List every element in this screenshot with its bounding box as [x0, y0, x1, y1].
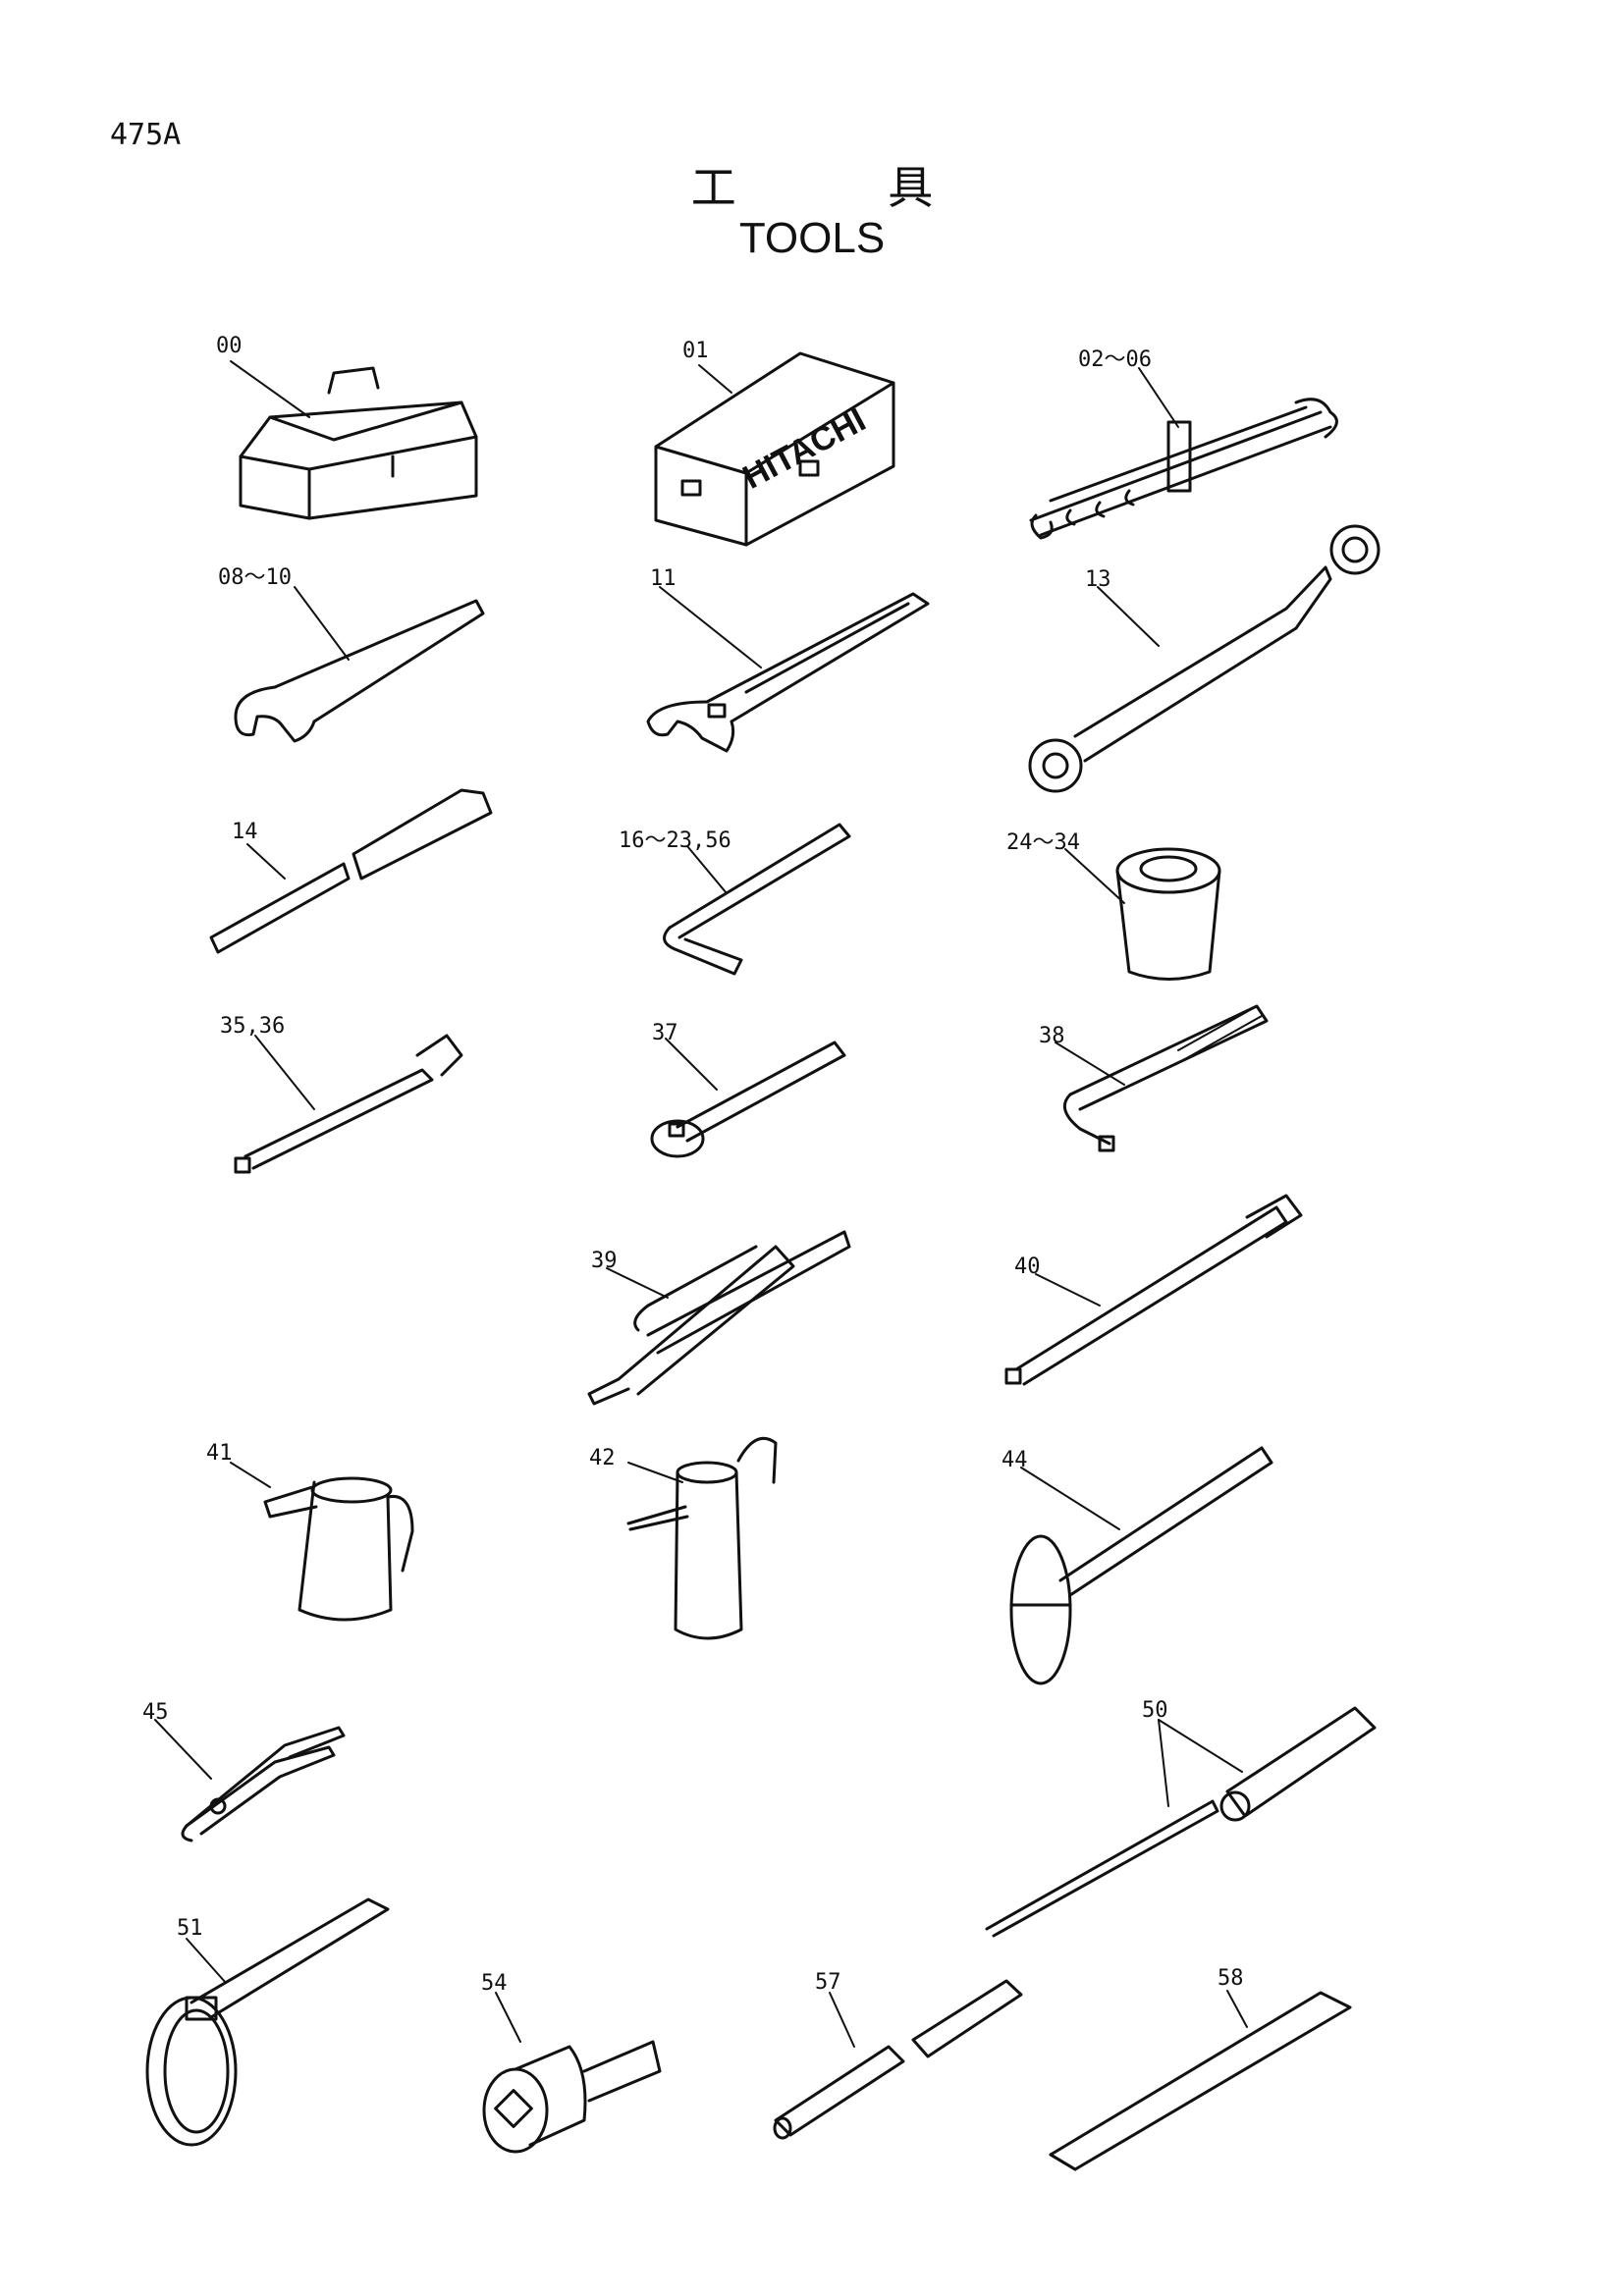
- label-50: 50: [1142, 1698, 1168, 1723]
- chisel-drawing: [1049, 1990, 1352, 2171]
- hammer-drawing: [1009, 1446, 1273, 1685]
- label-39: 39: [591, 1249, 618, 1273]
- socket-adapter-drawing: [482, 1992, 662, 2154]
- label-58: 58: [1218, 1966, 1244, 1991]
- oiler-drawing: [626, 1437, 778, 1640]
- label-00: 00: [216, 334, 243, 358]
- label-42: 42: [589, 1446, 616, 1470]
- title-english: TOOLS: [738, 214, 886, 262]
- label-11: 11: [650, 566, 677, 591]
- label-57: 57: [815, 1970, 841, 1995]
- page-code: 475A: [110, 118, 182, 152]
- box-wrench-drawing: [1028, 524, 1380, 793]
- label-38: 38: [1039, 1024, 1065, 1048]
- adjustable-wrench-drawing: [646, 586, 930, 753]
- wrench-set-drawing: [1029, 367, 1338, 540]
- oil-can-drawing: [230, 1462, 414, 1622]
- hitachi-brand-text: HITACHI: [737, 401, 872, 497]
- label-54: 54: [481, 1971, 508, 1996]
- filter-wrench-drawing: [145, 1897, 390, 2147]
- hitachi-box-drawing: HITACHI: [654, 351, 895, 547]
- pipe-bar-drawing: [773, 1979, 1023, 2140]
- ratchet-drawing: [650, 1038, 846, 1158]
- label-35-36: 35,36: [220, 1014, 286, 1039]
- label-01: 01: [682, 339, 709, 363]
- label-16-23-56: 16～23,56: [619, 828, 731, 853]
- title-japanese: 工 具: [690, 161, 1002, 214]
- label-41: 41: [206, 1441, 233, 1466]
- socket-drawing: [1064, 847, 1221, 981]
- label-37: 37: [652, 1021, 678, 1045]
- spud-wrench-drawing: [234, 586, 485, 743]
- hex-key-drawing: [663, 823, 851, 976]
- t-handle-drawing: [1055, 1004, 1269, 1152]
- extension-drawing: [234, 1034, 463, 1174]
- extension-bar-drawing: [209, 788, 493, 954]
- torque-wrench-drawing: [1004, 1194, 1303, 1386]
- label-14: 14: [232, 820, 258, 844]
- tool-box-drawing: [230, 360, 478, 520]
- screwdriver-drawing: [985, 1706, 1377, 1938]
- pliers-drawing: [154, 1719, 346, 1842]
- label-51: 51: [177, 1916, 203, 1941]
- label-08-10: 08～10: [218, 565, 292, 590]
- grease-gun-drawing: [587, 1230, 851, 1406]
